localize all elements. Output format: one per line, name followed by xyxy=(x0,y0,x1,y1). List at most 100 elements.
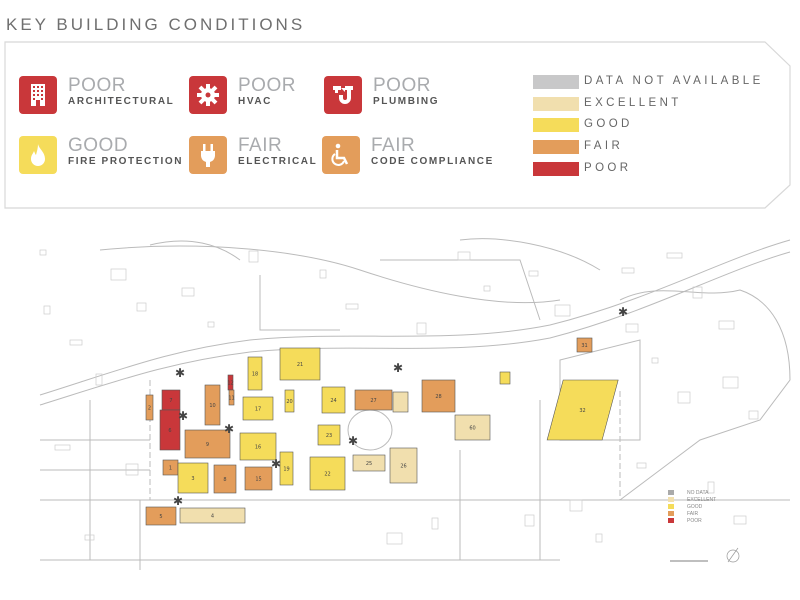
building-4[interactable]: 4 xyxy=(179,507,246,524)
building-small[interactable] xyxy=(499,371,511,385)
building-number: 27 xyxy=(370,398,376,404)
condition-level: POOR xyxy=(68,75,126,96)
legend-label: DATA NOT AVAILABLE xyxy=(584,75,764,87)
building-9[interactable]: 9 xyxy=(184,429,231,459)
building-number: 21 xyxy=(297,362,303,368)
building-shape xyxy=(352,454,386,472)
building-27[interactable]: 27 xyxy=(354,389,393,411)
building-26[interactable]: 26 xyxy=(389,447,418,484)
minor-building xyxy=(595,533,603,543)
map-legend-no-data: NO DATA xyxy=(668,490,708,496)
building-21[interactable]: 21 xyxy=(279,347,321,381)
building-shape xyxy=(421,379,456,413)
building-1[interactable]: 1 xyxy=(162,459,179,476)
minor-building xyxy=(345,303,359,310)
building-32[interactable]: 32 xyxy=(546,379,619,441)
building-2[interactable]: 2 xyxy=(145,394,154,421)
building-shape xyxy=(239,432,277,461)
building-number: 28 xyxy=(435,394,441,400)
building-20[interactable]: 20 xyxy=(284,389,295,413)
building-number: 24 xyxy=(330,398,336,404)
building-25[interactable]: 25 xyxy=(352,454,386,472)
minor-building xyxy=(625,323,639,333)
building-number: 23 xyxy=(326,433,332,439)
building-number: 7 xyxy=(169,398,172,404)
building-shape xyxy=(177,462,209,494)
minor-building xyxy=(554,304,571,317)
building-shape xyxy=(279,347,321,381)
legend-swatch-fair xyxy=(533,140,579,154)
condition-level: GOOD xyxy=(68,135,129,156)
minor-building xyxy=(651,357,659,364)
building-number: 25 xyxy=(366,461,372,467)
building-16[interactable]: 16 xyxy=(239,432,277,461)
minor-building xyxy=(748,410,759,420)
minor-building xyxy=(722,376,739,389)
building-28[interactable]: 28 xyxy=(421,379,456,413)
building-number: 31 xyxy=(581,343,587,349)
building-shape xyxy=(145,506,177,526)
building-18[interactable]: 18 xyxy=(247,356,263,391)
map-legend-label: GOOD xyxy=(687,504,703,510)
building-number: 2 xyxy=(148,406,151,412)
building-60[interactable]: 60 xyxy=(454,414,491,441)
condition-level: FAIR xyxy=(371,135,416,156)
building-small[interactable] xyxy=(392,391,409,413)
map-legend-poor: POOR xyxy=(668,518,702,524)
minor-building xyxy=(69,339,83,346)
building-3[interactable]: 3 xyxy=(177,462,209,494)
building-10[interactable]: 10 xyxy=(204,384,221,426)
landmark-star-icon: ✱ xyxy=(175,366,185,380)
building-11[interactable]: 11 xyxy=(228,389,235,406)
building-23[interactable]: 23 xyxy=(317,424,341,446)
building-22[interactable]: 22 xyxy=(309,456,346,491)
building-24[interactable]: 24 xyxy=(321,386,346,414)
minor-building xyxy=(416,322,427,335)
building-15[interactable]: 15 xyxy=(244,466,273,491)
building-shape xyxy=(284,389,295,413)
building-6[interactable]: 6 xyxy=(159,409,181,451)
minor-building xyxy=(110,268,127,281)
building-number: 20 xyxy=(286,399,292,405)
condition-level: POOR xyxy=(238,75,296,96)
building-shape xyxy=(354,389,393,411)
building-number: 15 xyxy=(255,477,261,483)
minor-building xyxy=(677,391,691,404)
landmark-star-icon: ✱ xyxy=(178,409,188,423)
minor-building xyxy=(207,321,215,328)
minor-building xyxy=(692,286,703,299)
map-legend-label: FAIR xyxy=(687,511,699,517)
building-12[interactable]: 12 xyxy=(227,374,234,391)
minor-building xyxy=(136,302,147,312)
minor-building xyxy=(707,481,715,494)
building-shape xyxy=(309,456,346,491)
map-legend-label: POOR xyxy=(687,518,702,524)
building-19[interactable]: 19 xyxy=(279,451,294,486)
minor-building xyxy=(386,532,403,545)
building-number: 22 xyxy=(324,472,330,478)
building-7[interactable]: 7 xyxy=(161,389,181,411)
condition-category: ELECTRICAL xyxy=(238,156,318,167)
condition-category: ARCHITECTURAL xyxy=(68,96,175,107)
map-roads xyxy=(39,238,791,570)
minor-building xyxy=(125,463,139,476)
condition-category: HVAC xyxy=(238,96,272,107)
building-5[interactable]: 5 xyxy=(145,506,177,526)
building-number: 60 xyxy=(469,426,475,432)
minor-building xyxy=(636,462,647,469)
building-31[interactable]: 31 xyxy=(576,337,593,353)
building-number: 8 xyxy=(223,477,226,483)
building-8[interactable]: 8 xyxy=(213,464,237,494)
building-number: 9 xyxy=(206,442,209,448)
building-number: 1 xyxy=(169,466,172,472)
plug-icon xyxy=(189,136,227,174)
minor-building xyxy=(483,285,491,292)
condition-category: PLUMBING xyxy=(373,96,440,107)
building-17[interactable]: 17 xyxy=(242,396,274,421)
building-shape xyxy=(546,379,619,441)
building-shape xyxy=(228,389,235,406)
map-legend-fair: FAIR xyxy=(668,511,698,517)
